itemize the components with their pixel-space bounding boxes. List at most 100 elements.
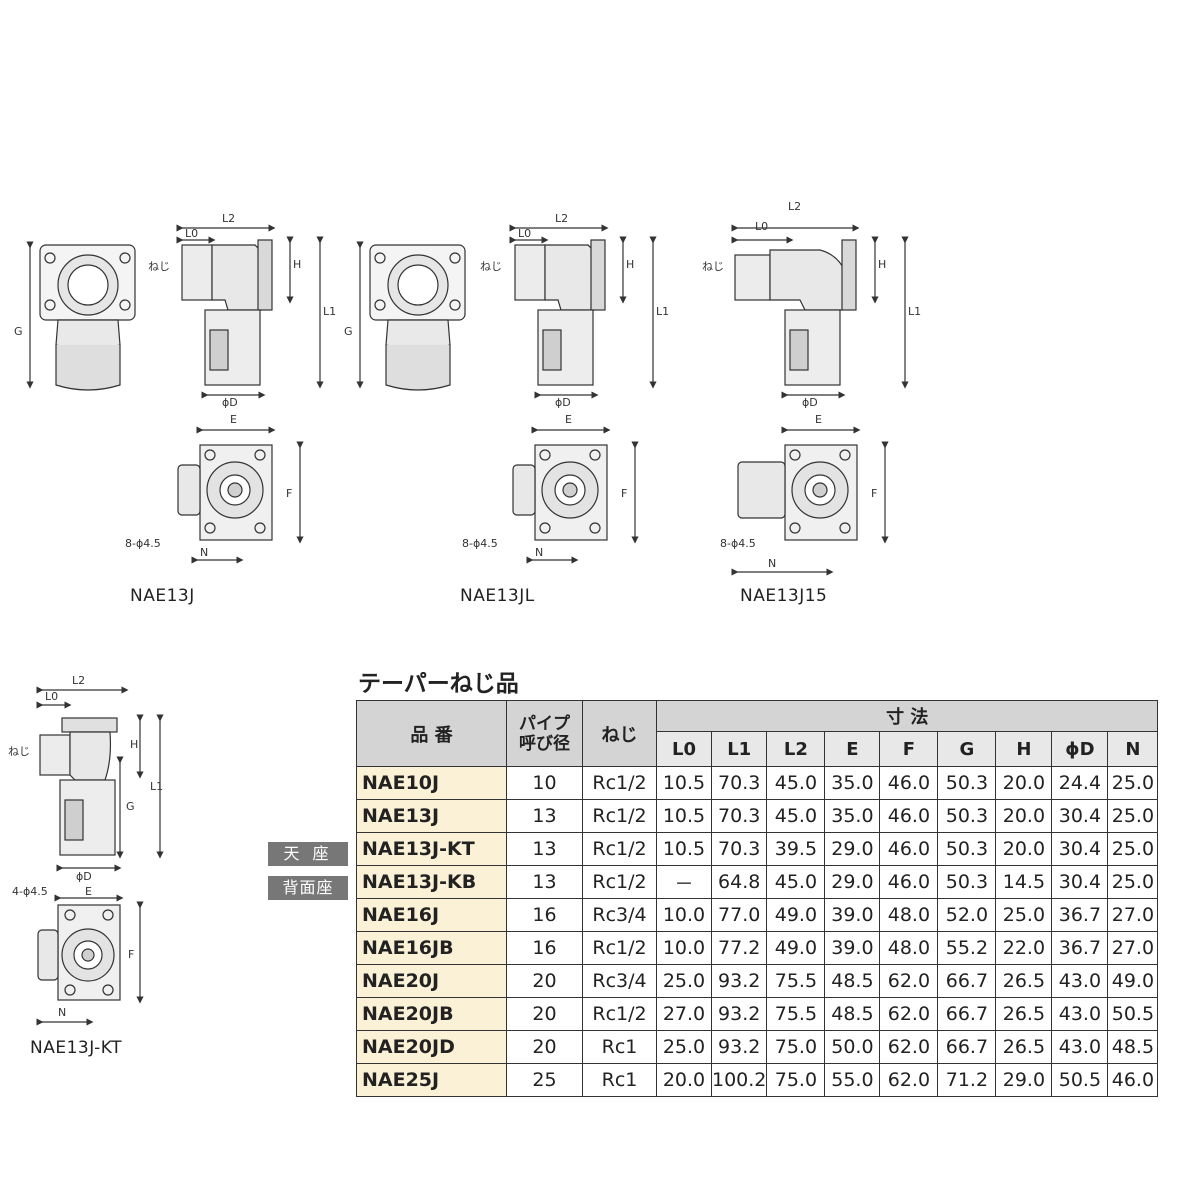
cell-thread: Rc1 bbox=[582, 1063, 657, 1097]
cell-dim: 20.0 bbox=[995, 766, 1053, 800]
dim-label-thread: ねじ bbox=[702, 260, 724, 273]
cell-dim: 55.0 bbox=[824, 1063, 881, 1097]
cell-model: NAE20JD bbox=[356, 1030, 507, 1064]
dim-label-l2: L2 bbox=[222, 212, 235, 225]
dim-label-n: N bbox=[768, 557, 776, 570]
cell-dim: 10.0 bbox=[656, 898, 712, 932]
cell-dim: 64.8 bbox=[710, 865, 768, 899]
cell-dim: 71.2 bbox=[937, 1063, 997, 1097]
cell-dim: 30.4 bbox=[1051, 865, 1109, 899]
table-title: テーパーねじ品 bbox=[358, 671, 519, 697]
dim-label-l0: L0 bbox=[755, 220, 768, 233]
dim-label-h: H bbox=[878, 258, 886, 271]
dim-label-l2: L2 bbox=[555, 212, 568, 225]
cell-model: NAE13J bbox=[356, 799, 507, 833]
cell-dim: 39.5 bbox=[766, 832, 826, 866]
cell-dim: 50.3 bbox=[937, 799, 997, 833]
cell-pipe: 20 bbox=[506, 1030, 583, 1064]
drawing-nae13j bbox=[26, 224, 324, 564]
cell-dim: 50.3 bbox=[937, 832, 997, 866]
cell-dim: 25.0 bbox=[1107, 865, 1159, 899]
cell-dim: 70.3 bbox=[710, 832, 768, 866]
cell-dim: 27.0 bbox=[1107, 898, 1159, 932]
cell-dim: 27.0 bbox=[656, 997, 712, 1031]
cell-dim: 25.0 bbox=[1107, 832, 1159, 866]
cell-dim: 10.5 bbox=[656, 799, 712, 833]
cell-dim: 25.0 bbox=[1107, 766, 1159, 800]
cell-dim: 46.0 bbox=[879, 766, 939, 800]
cell-dim: 66.7 bbox=[937, 997, 997, 1031]
dim-label-e: E bbox=[815, 413, 822, 426]
cell-dim: 66.7 bbox=[937, 1030, 997, 1064]
dim-label-holes: 8-ϕ4.5 bbox=[720, 537, 756, 550]
dim-label-f: F bbox=[871, 487, 877, 500]
cell-model: NAE13J-KT bbox=[356, 832, 507, 866]
cell-dim: 75.5 bbox=[766, 964, 826, 998]
dim-label-g: G bbox=[126, 800, 135, 813]
cell-dim: 39.0 bbox=[824, 898, 881, 932]
cell-dim: 45.0 bbox=[766, 766, 826, 800]
cell-dim: 46.0 bbox=[879, 799, 939, 833]
cell-dim: 36.7 bbox=[1051, 931, 1109, 965]
cell-dim: 45.0 bbox=[766, 865, 826, 899]
cell-dim: 43.0 bbox=[1051, 964, 1109, 998]
cell-pipe: 10 bbox=[506, 766, 583, 800]
cell-thread: Rc3/4 bbox=[582, 964, 657, 998]
cell-dim: － bbox=[656, 865, 712, 899]
drawing-nae13jl bbox=[356, 224, 657, 564]
cell-pipe: 20 bbox=[506, 997, 583, 1031]
cell-pipe: 16 bbox=[506, 898, 583, 932]
dim-label-h: H bbox=[293, 258, 301, 271]
cell-dim: 25.0 bbox=[1107, 799, 1159, 833]
dim-label-e: E bbox=[85, 885, 92, 898]
dim-label-thread: ねじ bbox=[480, 260, 502, 273]
cell-pipe: 25 bbox=[506, 1063, 583, 1097]
cell-dim: 20.0 bbox=[656, 1063, 712, 1097]
cell-model: NAE20J bbox=[356, 964, 507, 998]
header-pipe: パイプ呼び径 bbox=[506, 700, 583, 767]
header-dimensions: 寸 法 bbox=[655, 700, 1159, 732]
cell-pipe: 13 bbox=[506, 799, 583, 833]
cell-dim: 24.4 bbox=[1051, 766, 1109, 800]
cell-dim: 20.0 bbox=[995, 832, 1053, 866]
cell-dim: 93.2 bbox=[710, 1030, 768, 1064]
dim-label-n: N bbox=[58, 1006, 66, 1019]
dim-label-e: E bbox=[230, 413, 237, 426]
cell-dim: 46.0 bbox=[879, 832, 939, 866]
dim-label-l1: L1 bbox=[908, 305, 921, 318]
cell-dim: 43.0 bbox=[1051, 1030, 1109, 1064]
cell-dim: 48.0 bbox=[879, 931, 939, 965]
cell-dim: 10.5 bbox=[656, 832, 712, 866]
cell-thread: Rc1/2 bbox=[582, 766, 657, 800]
header-dim-2: L2 bbox=[766, 731, 826, 767]
dim-label-g: G bbox=[344, 325, 353, 338]
cell-dim: 93.2 bbox=[710, 997, 768, 1031]
cell-thread: Rc1/2 bbox=[582, 865, 657, 899]
caption-nae13j15: NAE13J15 bbox=[740, 586, 828, 606]
cell-dim: 75.5 bbox=[766, 997, 826, 1031]
cell-dim: 25.0 bbox=[656, 964, 712, 998]
dim-label-n: N bbox=[200, 546, 208, 559]
cell-dim: 10.0 bbox=[656, 931, 712, 965]
cell-dim: 62.0 bbox=[879, 997, 939, 1031]
dim-label-n: N bbox=[535, 546, 543, 559]
dim-label-f: F bbox=[621, 487, 627, 500]
header-dim-0: L0 bbox=[656, 731, 712, 767]
cell-dim: 14.5 bbox=[995, 865, 1053, 899]
cell-dim: 30.4 bbox=[1051, 832, 1109, 866]
cell-pipe: 13 bbox=[506, 865, 583, 899]
cell-dim: 77.0 bbox=[710, 898, 768, 932]
caption-nae13j-kt: NAE13J-KT bbox=[30, 1038, 122, 1058]
dim-label-l1: L1 bbox=[150, 780, 163, 793]
cell-thread: Rc3/4 bbox=[582, 898, 657, 932]
cell-thread: Rc1/2 bbox=[582, 832, 657, 866]
cell-dim: 62.0 bbox=[879, 964, 939, 998]
cell-dim: 50.3 bbox=[937, 865, 997, 899]
cell-model: NAE16JB bbox=[356, 931, 507, 965]
dim-label-thread: ねじ bbox=[8, 745, 30, 758]
dim-label-phid: ϕD bbox=[802, 396, 818, 409]
dim-label-phid: ϕD bbox=[222, 396, 238, 409]
header-dim-7: ϕD bbox=[1051, 731, 1109, 767]
